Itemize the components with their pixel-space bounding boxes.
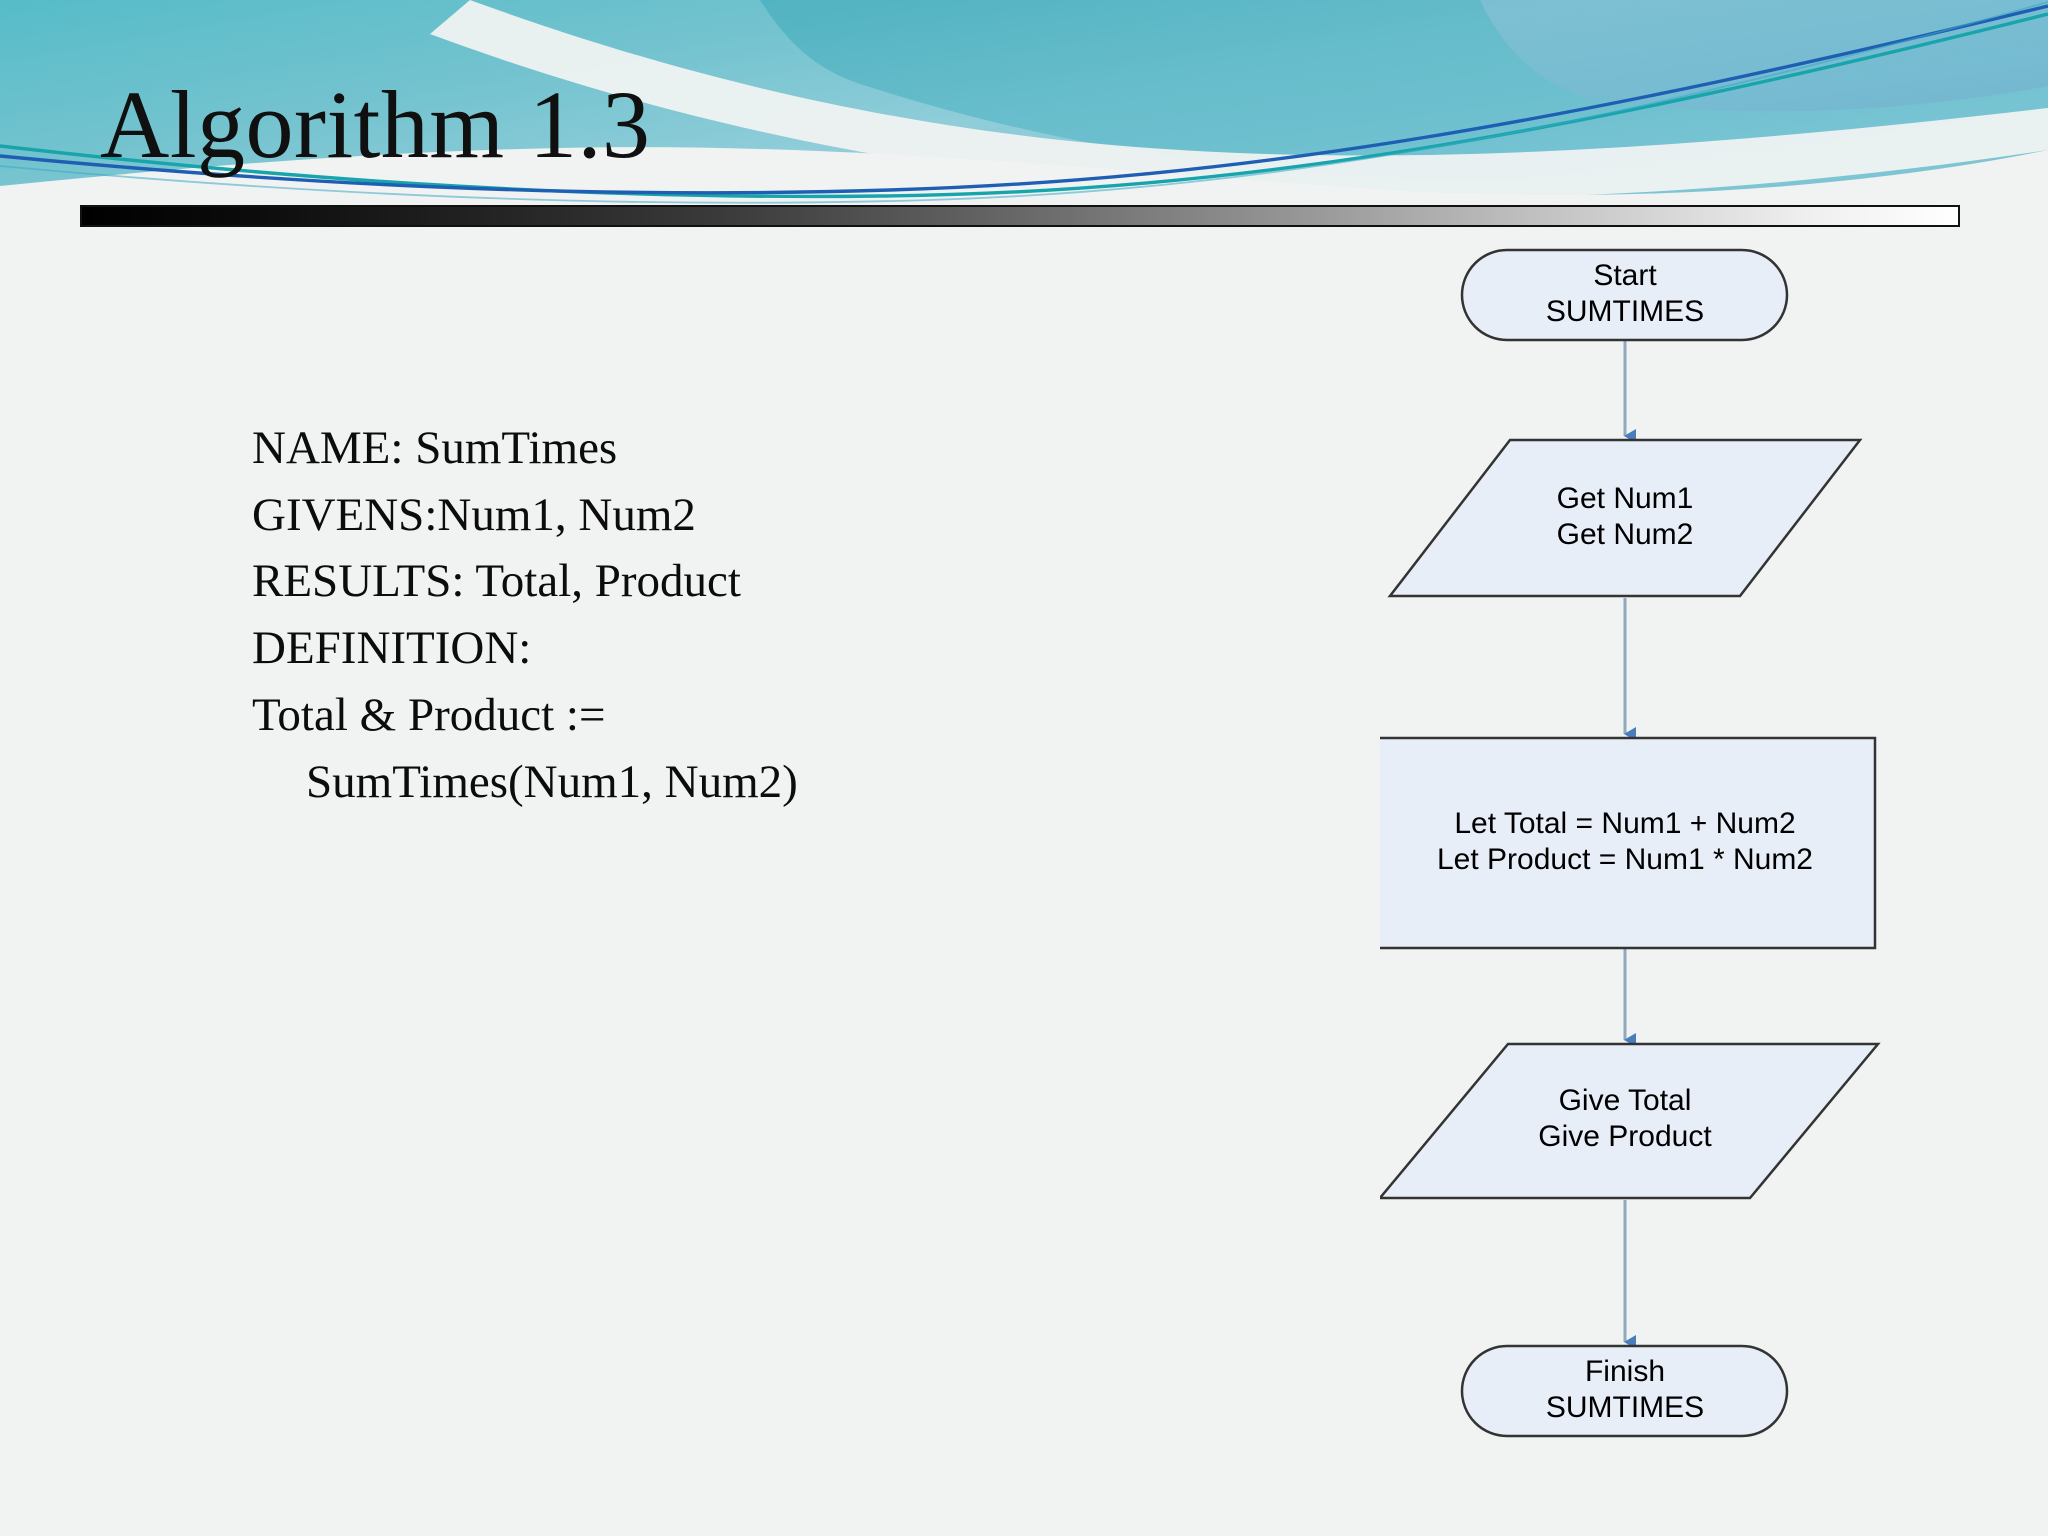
spec-line-givens: GIVENS:Num1, Num2 (252, 488, 696, 541)
flow-node-output-line1: Give Total (1559, 1084, 1692, 1117)
spec-line-name: NAME: SumTimes (252, 422, 618, 474)
flow-node-finish[interactable]: Finish SUMTIMES (1460, 1344, 1789, 1438)
flow-node-input-line1: Get Num1 (1557, 482, 1694, 515)
flow-node-output[interactable]: Give Total Give Product (1380, 1042, 1881, 1200)
flow-node-start-line2: SUMTIMES (1546, 295, 1704, 328)
algorithm-specification-text: NAME: SumTimes GIVENS:Num1, Num2 RESULTS… (252, 415, 1032, 815)
spec-line-results: RESULTS: Total, Product (252, 555, 741, 608)
algorithm-flowchart: Start SUMTIMES Get Num1 Get Num2 Let Tot… (1380, 240, 1920, 1500)
flow-node-start[interactable]: Start SUMTIMES (1460, 248, 1789, 342)
flow-node-input[interactable]: Get Num1 Get Num2 (1387, 438, 1863, 598)
flow-node-finish-line1: Finish (1585, 1355, 1665, 1388)
title-divider-bar (80, 205, 1960, 227)
spec-line-assignment: Total & Product := (252, 688, 606, 741)
flow-node-process-line1: Let Total = Num1 + Num2 (1454, 807, 1795, 840)
spec-line-call: SumTimes(Num1, Num2) (306, 755, 798, 808)
flow-node-finish-line2: SUMTIMES (1546, 1391, 1704, 1424)
flow-node-start-line1: Start (1593, 259, 1657, 292)
flow-node-process-line2: Let Product = Num1 * Num2 (1437, 843, 1813, 876)
flow-node-output-line2: Give Product (1538, 1120, 1712, 1153)
flow-node-process[interactable]: Let Total = Num1 + Num2 Let Product = Nu… (1380, 736, 1877, 950)
flow-node-input-line2: Get Num2 (1557, 518, 1694, 551)
spec-line-definition: DEFINITION: (252, 622, 532, 675)
page-title: Algorithm 1.3 (100, 71, 651, 178)
